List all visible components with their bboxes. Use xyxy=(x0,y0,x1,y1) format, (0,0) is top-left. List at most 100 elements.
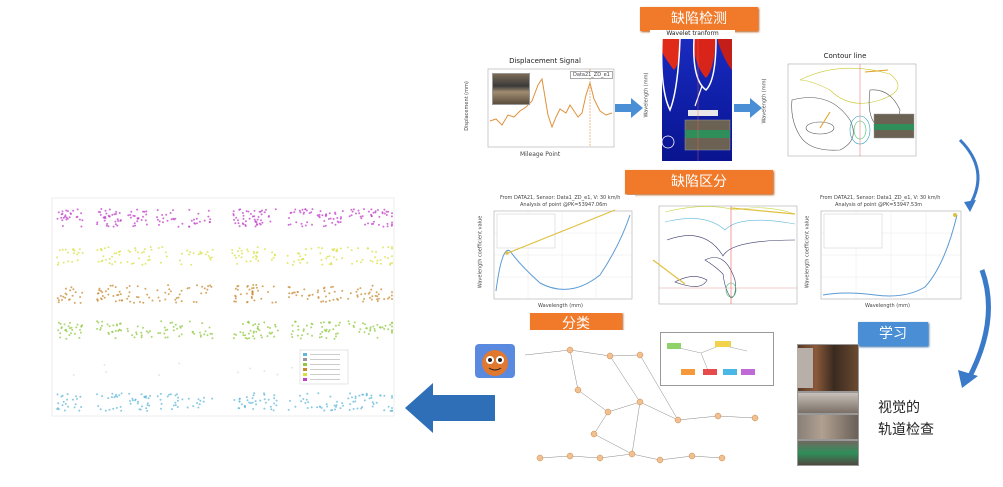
scatter-point xyxy=(118,299,121,302)
scatter-point xyxy=(167,284,170,287)
scatter-point xyxy=(306,332,309,335)
scatter-point xyxy=(177,396,180,399)
scatter-point xyxy=(178,259,181,262)
scatter-point xyxy=(99,289,102,292)
scatter-point xyxy=(386,257,389,260)
scatter-point xyxy=(171,408,173,411)
scatter-point xyxy=(133,222,136,225)
scatter-point xyxy=(57,402,60,405)
scatter-point xyxy=(251,215,254,218)
scatter-point xyxy=(62,261,65,264)
scatter-point xyxy=(251,397,254,400)
scatter-point xyxy=(274,208,277,211)
scatter-point xyxy=(136,220,139,223)
scatter-point xyxy=(172,325,175,328)
scatter-point xyxy=(383,409,386,412)
scatter-point xyxy=(103,296,106,299)
scatter-point xyxy=(117,251,120,253)
scatter-point xyxy=(72,252,75,255)
scatter-point xyxy=(161,246,164,249)
scatter-point xyxy=(302,330,305,332)
scatter-point xyxy=(325,257,328,260)
scatter-point xyxy=(296,291,299,293)
scatter-point xyxy=(304,208,307,211)
poly-left-panel: From DATA21, Sensor: Data1_ZD_e1, V: 30 … xyxy=(477,195,635,313)
scatter-point xyxy=(148,255,151,258)
wavelet-plot xyxy=(660,38,732,161)
scatter-point xyxy=(257,327,259,330)
scatter-point xyxy=(349,403,352,406)
scatter-point xyxy=(129,300,132,303)
scatter-point xyxy=(275,399,278,402)
scatter-point xyxy=(355,212,357,215)
scatter-point xyxy=(246,321,249,324)
scatter-point xyxy=(257,216,260,218)
scatter-point xyxy=(252,287,255,289)
scatter-point xyxy=(132,262,135,265)
scatter-point xyxy=(265,208,267,211)
scatter-point xyxy=(204,253,207,256)
scatter-point xyxy=(232,214,235,217)
scatter-point xyxy=(57,299,60,302)
scatter-point xyxy=(259,223,262,226)
scatter-point xyxy=(254,225,257,228)
scatter-point xyxy=(387,210,390,213)
scatter-point xyxy=(166,328,169,331)
scatter-point xyxy=(383,298,386,301)
scatter-point xyxy=(126,286,128,289)
scatter-point xyxy=(261,285,264,288)
scatter-point xyxy=(144,287,147,290)
scatter-point xyxy=(188,286,191,289)
scatter-point xyxy=(235,216,238,219)
scatter-point xyxy=(79,331,82,334)
scatter-point xyxy=(201,322,204,325)
scatter-point xyxy=(105,258,107,261)
scatter-point xyxy=(100,208,103,210)
scatter-point xyxy=(196,402,199,405)
scatter-point xyxy=(335,405,337,408)
scatter-point xyxy=(362,393,365,396)
scatter-point xyxy=(246,285,249,288)
scatter-point xyxy=(302,258,305,261)
scatter-point xyxy=(305,398,308,401)
scatter-point xyxy=(261,221,264,224)
scatter-point xyxy=(290,333,293,336)
scatter-point xyxy=(67,260,70,263)
scatter-point xyxy=(328,292,331,295)
scatter-point xyxy=(69,212,72,215)
scatter-point xyxy=(252,284,255,286)
scatter-point xyxy=(144,395,147,398)
scatter-point xyxy=(104,215,107,218)
scatter-point xyxy=(99,408,102,411)
scatter-point xyxy=(243,404,246,407)
scatter-point xyxy=(375,401,378,404)
scatter-point xyxy=(331,285,334,288)
label-defect-detection: 缺陷检测 xyxy=(640,7,758,31)
scatter-point xyxy=(375,251,377,253)
scatter-point xyxy=(291,324,294,327)
poly-right-panel: From DATA21, Sensor: Data1_ZD_e1, V: 30 … xyxy=(804,195,965,313)
scatter-point xyxy=(255,403,258,406)
scatter-point xyxy=(199,331,201,334)
scatter-point xyxy=(373,327,376,330)
scatter-point xyxy=(249,260,252,263)
scatter-point xyxy=(248,337,251,340)
scatter-point xyxy=(132,214,135,217)
scatter-point xyxy=(209,218,212,221)
scatter-point xyxy=(391,212,393,215)
scatter-point xyxy=(386,222,389,225)
scatter-point xyxy=(113,213,116,216)
scatter-point xyxy=(351,396,353,399)
scatter-point xyxy=(180,263,183,266)
scatter-point xyxy=(376,298,379,301)
scatter-point xyxy=(210,256,213,259)
scatter-point xyxy=(304,224,307,227)
scatter-point xyxy=(118,212,121,214)
scatter-point xyxy=(199,250,202,253)
scatter-point xyxy=(96,221,99,224)
scatter-point xyxy=(57,321,60,324)
scatter-point xyxy=(78,409,81,412)
middle-contour-plot xyxy=(652,205,798,305)
scatter-point xyxy=(369,328,372,330)
scatter-point xyxy=(359,287,362,290)
